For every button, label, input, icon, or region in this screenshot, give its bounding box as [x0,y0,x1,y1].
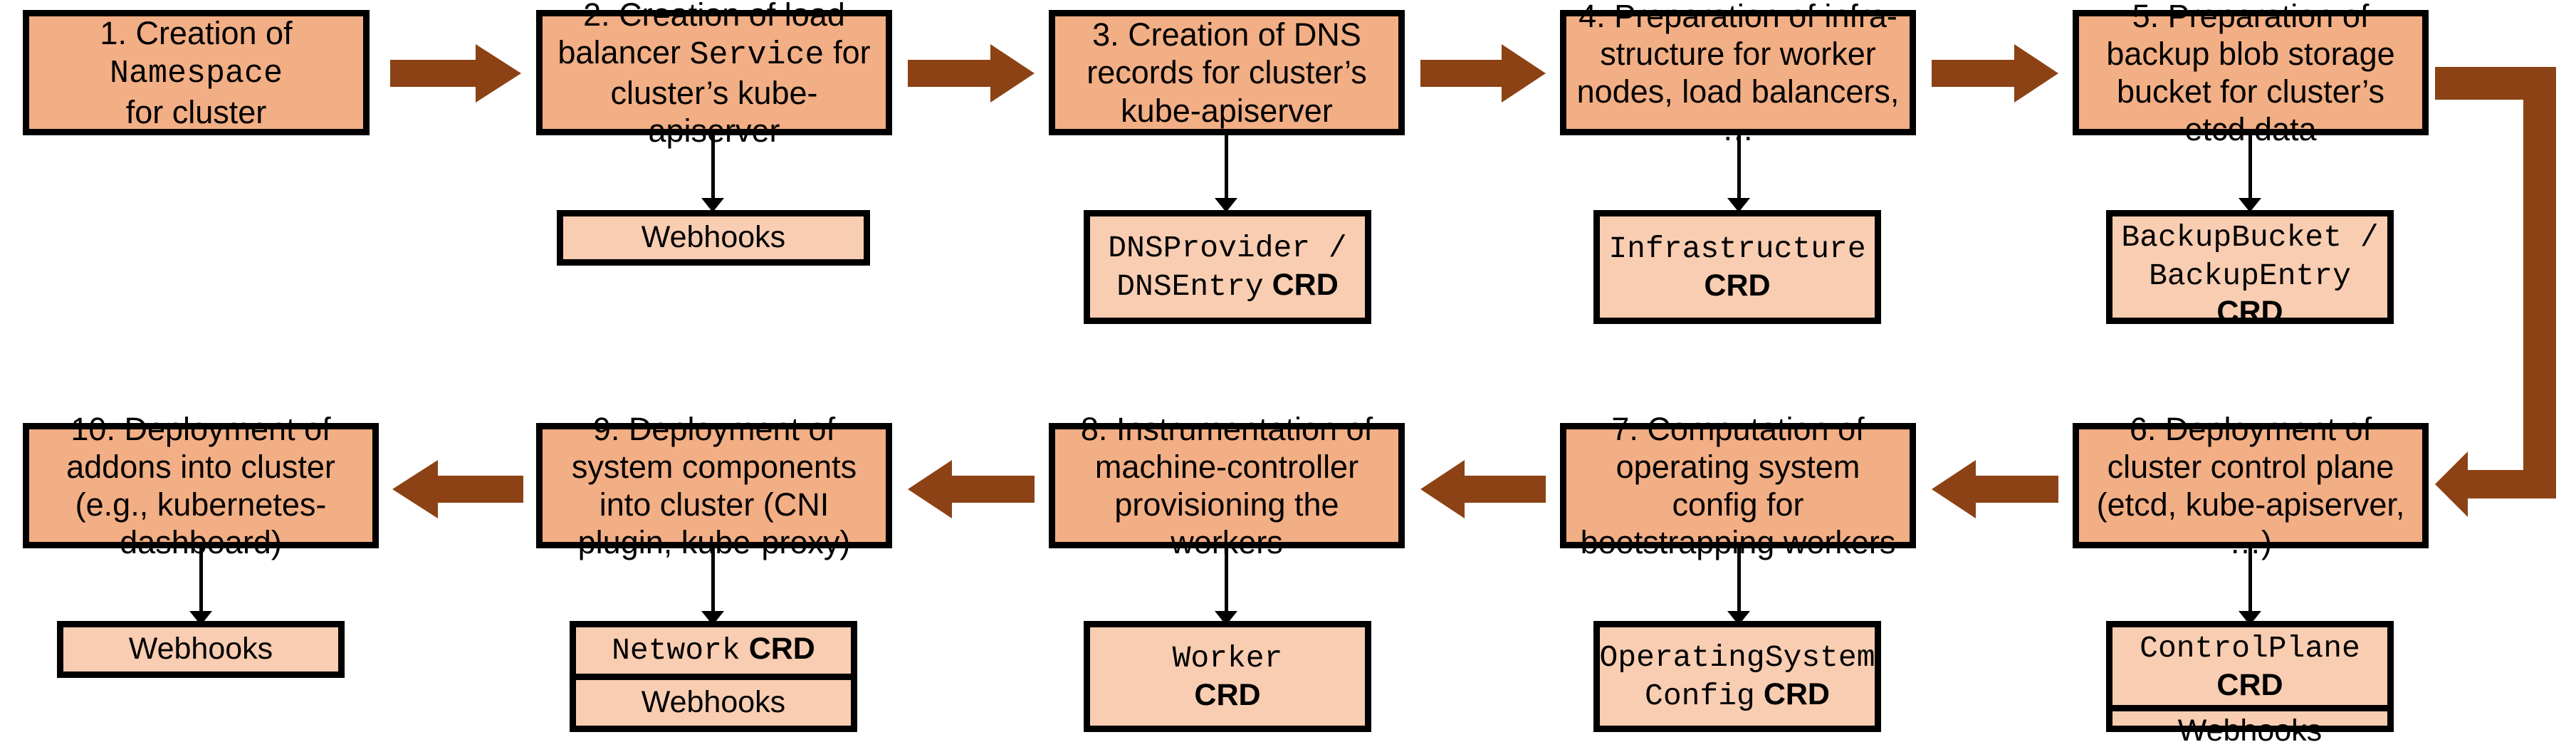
flow-arrow-3-to-4 [1420,44,1546,103]
connector-step4-to-infrastructure-crd [1737,135,1741,202]
artifact-label: Webhooks [641,220,786,255]
flow-arrow-9-to-10 [392,460,523,518]
flow-arrow-1-to-2 [390,44,521,103]
artifact-cell-worker-crd: Worker CRD [1090,627,1365,726]
connector-step5-to-backup-crd [2248,135,2252,202]
artifact-suffix: CRD [2216,295,2283,330]
connector-step2-to-webhooks [711,135,715,202]
artifact-box-step4-infrastructure-crd[interactable]: Infrastructure CRD [1593,210,1881,324]
connector-step3-to-dns-crd [1225,135,1228,202]
artifact-box-step9-network[interactable]: Network CRD Webhooks [570,621,857,732]
flow-arrow-2-to-3 [908,44,1035,103]
connector-step4-arrowhead [1727,198,1750,212]
step-box-4[interactable]: 4. Preparation of infra-structure for wo… [1560,0,1916,147]
artifact-box-step7-osc-crd[interactable]: OperatingSystem Config CRD [1593,621,1881,732]
step-6-text: 6. Deployment of cluster control plane (… [2096,410,2405,561]
artifact-cell-webhooks: Webhooks [576,673,851,726]
artifact-box-step8-worker-crd[interactable]: Worker CRD [1084,621,1371,732]
wrap-arrow-vertical-segment [2523,67,2556,484]
artifact-cell-dns-crd: DNSProvider / DNSEntry CRD [1090,216,1365,318]
step-1-line1: 1. Creation of [100,15,293,52]
step-box-5[interactable]: 5. Preparation of backup blob storage bu… [2073,0,2429,147]
artifact-mono-line1: Infrastructure [1608,231,1866,267]
artifact-mono-line1: DNSProvider / [1108,231,1347,266]
step-2-post-mono: for [833,33,871,70]
step-box-8[interactable]: 8. Instrumentation of machine-controller… [1049,411,1405,560]
artifact-mono-line1: OperatingSystem [1599,640,1875,676]
artifact-cell-webhooks: Webhooks [563,216,864,259]
connector-step3-arrowhead [1215,198,1237,212]
step-4-text: 4. Preparation of infra-structure for wo… [1576,0,1900,148]
step-9-text: 9. Deployment of system components into … [571,410,857,561]
connector-step5-arrowhead [2239,198,2261,212]
step-1-mono-term: Namespace [109,56,283,93]
artifact-label: Webhooks [128,632,273,667]
wrap-arrow-head-into-step6 [2435,451,2556,517]
artifact-cell-infrastructure-crd: Infrastructure CRD [1600,216,1875,318]
artifact-suffix: CRD [1704,268,1771,303]
artifact-label: Webhooks [641,684,786,719]
step-7-text: 7. Computation of operating system confi… [1580,410,1896,561]
step-box-3[interactable]: 3. Creation of DNS records for cluster’s… [1049,10,1405,135]
step-10-text: 10. Deployment of addons into cluster (e… [66,410,335,561]
artifact-box-step6-controlplane[interactable]: ControlPlane CRD Webhooks [2106,621,2394,742]
step-5-text: 5. Preparation of backup blob storage bu… [2106,0,2395,148]
artifact-cell-webhooks: Webhooks [2112,705,2387,742]
artifact-cell-backup-crd: BackupBucket / BackupEntry CRD [2112,216,2387,333]
flow-arrow-8-to-9 [908,460,1035,518]
step-2-mono-term: Service [689,36,824,73]
step-1-line3: for cluster [125,93,267,130]
step-2-line3: cluster’s kube-apiserver [610,75,818,150]
artifact-mono-line2: BackupEntry [2149,258,2351,293]
step-box-1[interactable]: 1. Creation of Namespace for cluster [23,10,370,135]
artifact-cell-osc-crd: OperatingSystem Config CRD [1599,627,1875,726]
step-1-text: 1. Creation of Namespace for cluster [100,14,292,130]
step-box-9[interactable]: 9. Deployment of system components into … [536,411,892,560]
connector-step9-to-network-crd [711,548,715,615]
artifact-mono-line1: Worker [1172,641,1283,676]
artifact-mono-line1: BackupBucket / [2121,220,2379,255]
artifact-mono-line2: Config [1645,679,1755,714]
artifact-suffix: CRD [1272,268,1339,302]
step-box-2[interactable]: 2. Creation of load balancer Service for… [536,0,892,149]
step-2-line1: 2. Creation of load [583,0,845,33]
artifact-label: Webhooks [2177,714,2323,742]
artifact-box-step2-webhooks[interactable]: Webhooks [557,210,870,266]
artifact-cell-webhooks: Webhooks [63,627,338,672]
step-3-text: 3. Creation of DNS records for cluster’s… [1087,16,1367,129]
artifact-box-step5-backup-crd[interactable]: BackupBucket / BackupEntry CRD [2106,210,2394,329]
artifact-box-step10-webhooks[interactable]: Webhooks [57,621,345,678]
artifact-suffix: CRD [748,632,815,667]
artifact-mono-line1: ControlPlane [2140,631,2360,666]
step-box-6[interactable]: 6. Deployment of cluster control plane (… [2073,411,2429,560]
step-2-text: 2. Creation of load balancer Service for… [550,0,879,150]
connector-step10-to-webhooks [199,548,203,615]
step-2-pre-mono: balancer [557,33,681,70]
artifact-cell-controlplane-crd: ControlPlane CRD [2112,627,2387,705]
artifact-cell-network-crd: Network CRD [576,627,851,674]
connector-step6-to-controlplane-crd [2248,548,2252,615]
flow-arrow-7-to-8 [1420,460,1546,518]
flow-arrow-6-to-7 [1932,460,2058,518]
artifact-suffix: CRD [1763,677,1830,711]
flow-arrow-4-to-5 [1932,44,2058,103]
artifact-suffix: CRD [1194,678,1261,712]
artifact-suffix: CRD [2216,667,2283,702]
artifact-mono-line1: Network [612,633,740,669]
step-box-10[interactable]: 10. Deployment of addons into cluster (e… [23,411,379,560]
connector-step2-arrowhead [701,198,724,212]
artifact-box-step3-dns-crd[interactable]: DNSProvider / DNSEntry CRD [1084,210,1371,324]
connector-step7-to-osc-crd [1737,548,1741,615]
artifact-mono-line2: DNSEntry [1116,269,1264,304]
step-8-text: 8. Instrumentation of machine-controller… [1080,410,1373,561]
connector-step8-to-worker-crd [1225,548,1228,615]
step-box-7[interactable]: 7. Computation of operating system confi… [1560,411,1916,560]
